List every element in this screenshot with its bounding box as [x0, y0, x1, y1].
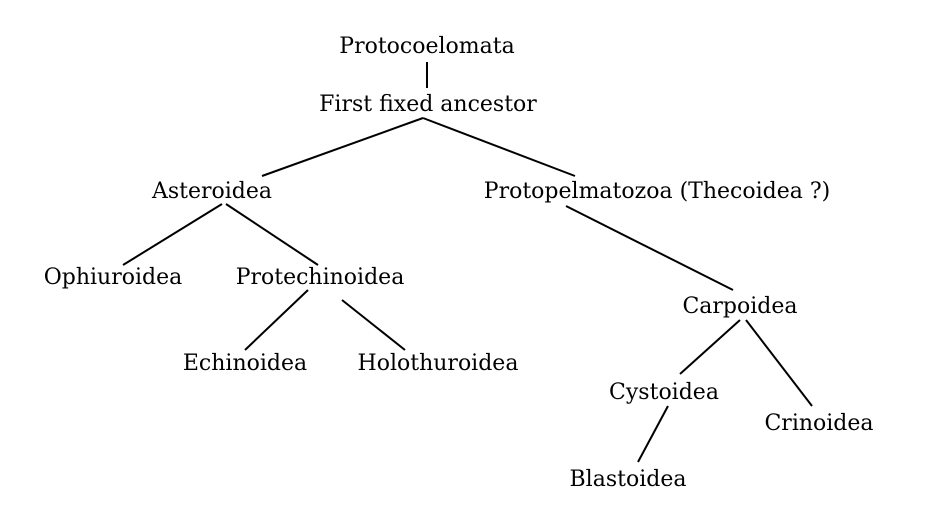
node-asteroidea: Asteroidea	[151, 179, 272, 204]
edge-ancestor-protopelmatozoa	[422, 117, 576, 177]
edges	[122, 62, 813, 463]
edge-ancestor-asteroidea	[261, 117, 424, 177]
node-protechinoidea: Protechinoidea	[236, 265, 405, 290]
edge-protechinoidea-holothuroidea	[341, 299, 406, 351]
edge-asteroidea-protechinoidea	[225, 203, 319, 266]
node-first-fixed-ancestor: First fixed ancestor	[319, 92, 537, 117]
edge-protechinoidea-echinoidea	[244, 289, 309, 351]
edge-carpoidea-crinoidea	[745, 319, 813, 407]
node-protopelmatozoa: Protopelmatozoa (Thecoidea ?)	[484, 179, 830, 204]
node-echinoidea: Echinoidea	[183, 351, 307, 376]
node-cystoidea: Cystoidea	[609, 380, 719, 405]
node-carpoidea: Carpoidea	[682, 294, 797, 319]
node-ophiuroidea: Ophiuroidea	[44, 265, 183, 290]
edge-cystoidea-blastoidea	[637, 405, 669, 463]
node-blastoidea: Blastoidea	[570, 467, 687, 492]
node-holothuroidea: Holothuroidea	[358, 351, 519, 376]
nodes: Protocoelomata First fixed ancestor Aste…	[44, 34, 874, 492]
node-protocoelomata: Protocoelomata	[339, 34, 514, 59]
edge-protopelmatozoa-carpoidea	[565, 205, 734, 291]
edge-asteroidea-ophiuroidea	[122, 203, 223, 266]
node-crinoidea: Crinoidea	[764, 411, 873, 436]
edge-carpoidea-cystoidea	[679, 319, 741, 375]
